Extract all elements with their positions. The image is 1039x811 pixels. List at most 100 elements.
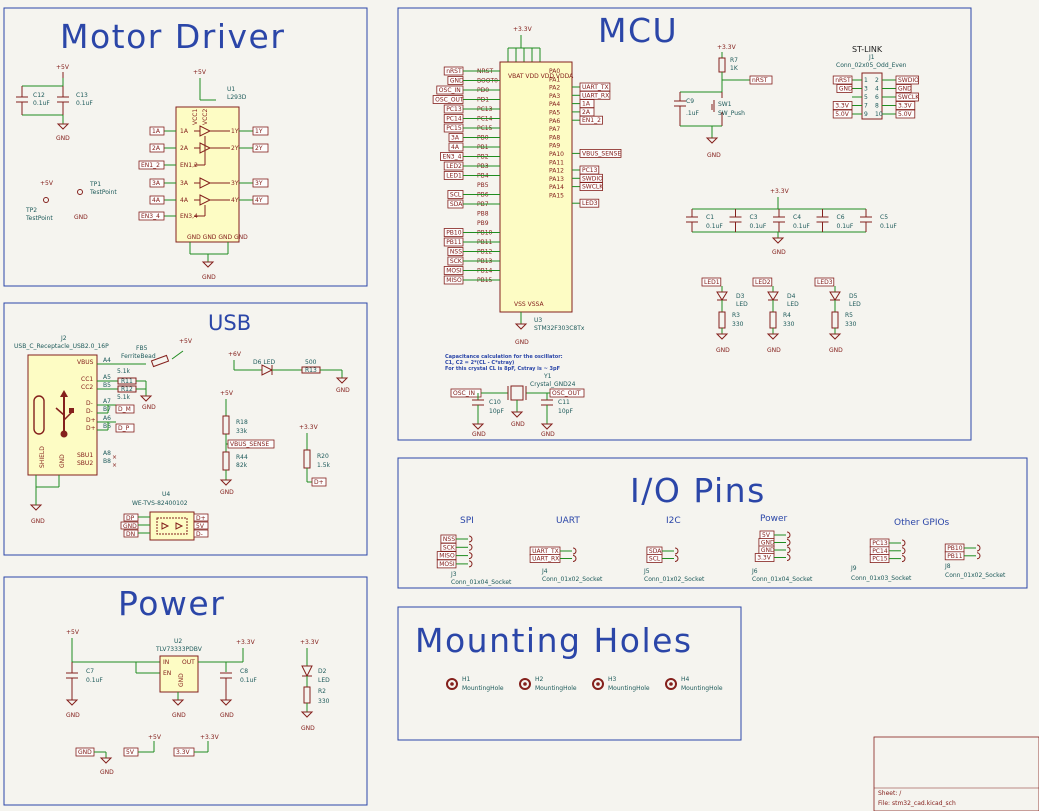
usb-c-connector[interactable] [27, 354, 98, 476]
svg-text:EN3_4: EN3_4 [141, 213, 160, 220]
mcu-net-sda: SDA [450, 201, 463, 208]
r7-resistor[interactable] [718, 57, 726, 73]
usb-trident-icon [55, 390, 74, 438]
sw1-push[interactable] [711, 92, 723, 126]
r3-resistor[interactable] [718, 311, 726, 329]
r11-ref: R11 [121, 378, 133, 385]
stlink-header[interactable] [861, 72, 883, 120]
u3-value: STM32F303C8Tx [534, 325, 585, 332]
svg-text:B5: B5 [103, 382, 111, 389]
mounting-hole-h4[interactable] [665, 678, 677, 690]
d2-led[interactable] [301, 665, 313, 678]
mounting-hole-h2[interactable] [519, 678, 531, 690]
d2-ref: D2 [318, 668, 327, 675]
svg-text:A5: A5 [103, 374, 111, 381]
svg-text:B8: B8 [103, 458, 111, 465]
gpio2-pb11: PB11 [947, 553, 963, 560]
svg-text:1Y: 1Y [231, 128, 239, 135]
usb-pin-names: VBUS CC1 CC2 D- D- D+ D+ SBU1 SBU2 [77, 359, 96, 467]
r3-value: 330 [732, 321, 744, 328]
led-net-led2-box [752, 277, 773, 287]
r18-resistor[interactable] [222, 415, 230, 435]
stlink-left-1: GND [839, 86, 853, 93]
gnd-label: GND [772, 249, 786, 256]
mcu-net-2a: 2A [582, 109, 591, 116]
d5-ref: D5 [849, 293, 858, 300]
usb-box [3, 302, 368, 556]
r5-resistor[interactable] [831, 311, 839, 329]
stlink-left-0: nRST [835, 77, 851, 84]
j6-ref: J6 [751, 568, 758, 575]
mounting-hole-h1[interactable] [446, 678, 458, 690]
c7-ref: C7 [86, 668, 94, 675]
svg-text:GND: GND [123, 523, 137, 530]
u3-right-pin-names: PA0PA1PA2PA3PA4PA5PA6PA7PA8PA9PA10PA11PA… [549, 68, 564, 200]
i2c-scl: SCL [649, 556, 661, 563]
cap-ref-c1: C1 [706, 214, 714, 221]
u3-pin-pa2: PA2 [549, 85, 560, 92]
j3-value: Conn_01x04_Socket [451, 579, 512, 586]
u2-regulator[interactable] [159, 655, 199, 693]
led-net-led2: LED2 [755, 279, 771, 286]
u3-ref: U3 [534, 317, 542, 324]
r20-value: 1.5k [317, 462, 331, 469]
power-flag-5v: +5V [179, 338, 193, 345]
led-d5[interactable] [829, 291, 841, 301]
led-d4[interactable] [767, 291, 779, 301]
j6-value: Conn_01x04_Socket [752, 576, 813, 583]
j8-value: Conn_01x02_Socket [945, 572, 1006, 579]
u3-pin-pa8: PA8 [549, 134, 560, 141]
r4-resistor[interactable] [769, 311, 777, 329]
cap-value-c5: 0.1uF [880, 223, 897, 230]
svg-text:4A: 4A [152, 197, 161, 204]
u2-ref: U2 [174, 638, 182, 645]
svg-text:2Y: 2Y [231, 145, 239, 152]
u3-right-net-labels: UART_TXUART_RX1A2AEN1_2VBUS_SENSEPC13SWD… [572, 82, 622, 208]
power-flag-3v3: +3.3V [299, 424, 319, 431]
mounting-hole-h3[interactable] [592, 678, 604, 690]
u3-stm32[interactable] [499, 61, 573, 313]
mcu-net-pb11: PB11 [446, 239, 462, 246]
stlink-right-0: SWDIO [898, 77, 919, 84]
power-flag-6v: +6V [228, 351, 242, 358]
svg-text:3Y: 3Y [255, 180, 263, 187]
d2-value: LED [318, 677, 330, 684]
stlink-left-4: 5.0V [835, 111, 850, 118]
ferrite-bead[interactable] [150, 354, 170, 368]
mcu-title: MCU [598, 11, 678, 50]
stlink-right-4-box [895, 109, 916, 119]
gnd-label: GND [31, 518, 45, 525]
spi-heading: SPI [460, 516, 474, 526]
r44-resistor[interactable] [222, 451, 230, 471]
gnd-label: GND [472, 431, 486, 438]
svg-text:SBU1: SBU1 [77, 452, 93, 459]
u1-ref: U1 [227, 86, 235, 93]
mcu-net-sck: SCK [450, 258, 463, 265]
j9-ref: J9 [850, 565, 857, 572]
r20-resistor[interactable] [303, 449, 311, 469]
u1-l293d[interactable] [175, 106, 240, 243]
led-net-led1: LED1 [704, 279, 720, 286]
u3-pin-pa5: PA5 [549, 110, 560, 117]
mcu-net-nss: NSS [450, 249, 462, 256]
led-d3[interactable] [716, 291, 728, 301]
y1-crystal[interactable] [510, 385, 524, 401]
fb5-ref: FB5 [136, 345, 148, 352]
u1-gnd-pins: GND GND GND GND [187, 234, 248, 241]
c8-ref: C8 [240, 668, 248, 675]
stlink-right-3: 3.3V [898, 103, 913, 110]
r2-resistor[interactable] [303, 686, 311, 704]
mcu-net-vbus-sense-box [579, 148, 622, 158]
mcu-net-uart-rx: UART_RX [582, 92, 609, 99]
u1-pin-names-right: 1Y 2Y 3Y 4Y [231, 128, 239, 204]
mcu-net-en1-2: EN1_2 [582, 117, 601, 124]
gnd-label: GND [515, 339, 529, 346]
r44-value: 82k [236, 462, 248, 469]
gnd-label: GND [56, 135, 70, 142]
mounting-holes-box [397, 606, 742, 741]
mounting-holes-title: Mounting Holes [415, 621, 693, 660]
d6-led[interactable] [261, 364, 274, 376]
svg-text:EN1,2: EN1,2 [180, 162, 198, 169]
d4-ref: D4 [787, 293, 796, 300]
